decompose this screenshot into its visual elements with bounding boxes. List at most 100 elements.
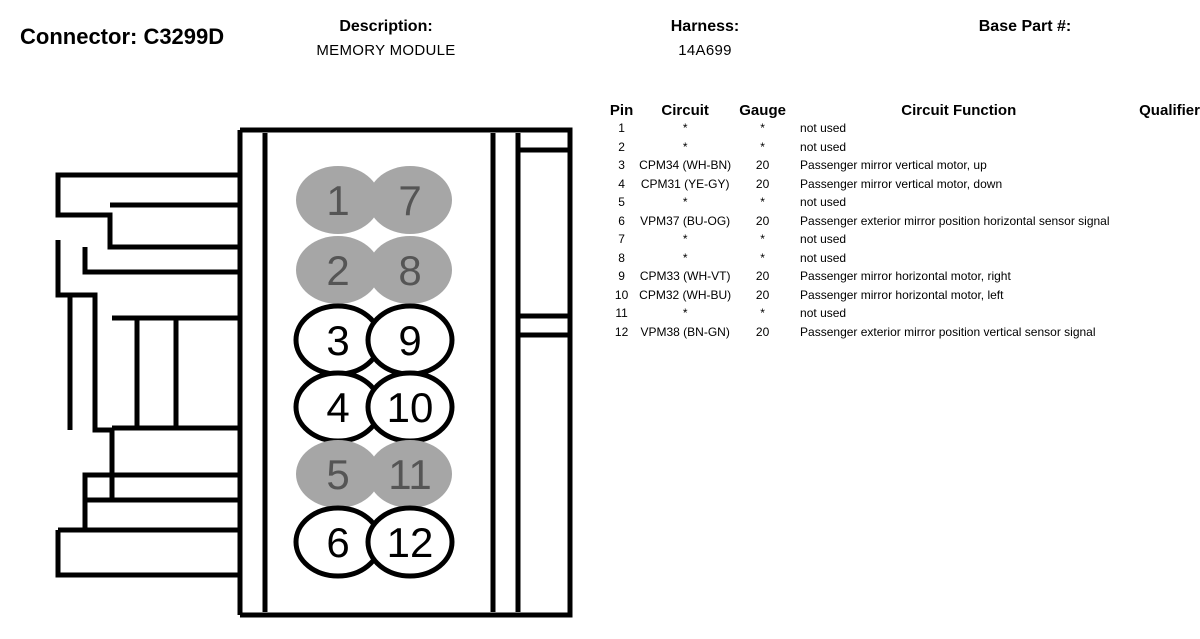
circuit-id: VPM38 (BN-GN)	[640, 324, 730, 339]
circuit-id: *	[682, 306, 688, 321]
pin-number: 4	[618, 176, 625, 191]
harness-value: 14A699	[678, 42, 732, 59]
circuit-function: Passenger mirror vertical motor, down	[800, 176, 1003, 191]
qualifier	[1117, 119, 1200, 138]
pinout-header-row: Pin Circuit Gauge Circuit Function Quali…	[604, 97, 1200, 119]
wire-gauge: 20	[755, 213, 770, 228]
pin-label: 2	[326, 247, 349, 294]
wire-gauge: *	[760, 195, 765, 210]
pin-number: 9	[618, 269, 625, 284]
pin-label: 11	[388, 451, 432, 498]
qualifier	[1117, 249, 1200, 268]
header-qualifier: Qualifier	[1139, 102, 1200, 119]
table-row: 2 * * not used	[604, 138, 1200, 157]
qualifier	[1117, 175, 1200, 194]
pin-cavity-5	[296, 440, 380, 508]
wire-gauge: *	[760, 232, 765, 247]
circuit-function: Passenger mirror horizontal motor, right	[800, 269, 1011, 284]
table-row: 7 * * not used	[604, 230, 1200, 249]
pin-cavities: 1 7 2 8 3 9 4 10 5 11 6 12	[293, 166, 455, 579]
pin-label: 6	[326, 519, 349, 566]
circuit-function: Passenger mirror vertical motor, up	[800, 158, 987, 173]
pin-cavity-1	[296, 166, 380, 234]
circuit-id: *	[682, 121, 688, 136]
pin-number: 1	[618, 121, 625, 136]
header-gauge: Gauge	[739, 102, 786, 119]
circuit-function: not used	[800, 306, 847, 321]
connector-diagram: 1 7 2 8 3 9 4 10 5 11 6 12	[55, 127, 573, 618]
description-value: MEMORY MODULE	[316, 42, 456, 59]
pin-number: 8	[618, 250, 625, 265]
table-row: 9 CPM33 (WH-VT) 20 Passenger mirror horizon…	[604, 267, 1200, 286]
table-row: 5**not used	[604, 193, 1200, 212]
pin-label: 9	[398, 317, 421, 364]
pin-label: 8	[398, 247, 421, 294]
header-circuit-function: Circuit Function	[901, 102, 1017, 119]
circuit-id: CPM32 (WH-BU)	[639, 287, 732, 302]
pin-cavity-11	[368, 440, 452, 508]
pin-number: 3	[618, 158, 625, 173]
pin-number: 10	[614, 287, 629, 302]
pin-number: 11	[615, 306, 628, 321]
circuit-function: not used	[800, 250, 847, 265]
table-row: 10 CPM32 (WH-BU) 20 Passenger mirror horizo…	[604, 286, 1200, 305]
base-part-label: Base Part #:	[978, 18, 1072, 35]
qualifier	[1117, 193, 1200, 212]
wire-gauge: *	[760, 121, 765, 136]
connector-title: Connector: C3299D	[20, 24, 225, 49]
wire-gauge: *	[760, 250, 765, 265]
pin-label: 5	[326, 451, 349, 498]
qualifier	[1117, 286, 1200, 305]
qualifier	[1117, 230, 1200, 249]
wire-gauge: 20	[755, 287, 770, 302]
pin-label: 3	[326, 317, 349, 364]
qualifier	[1117, 323, 1200, 342]
pin-number: 2	[618, 139, 625, 154]
pin-number: 12	[614, 324, 629, 339]
circuit-function: not used	[800, 232, 847, 247]
table-row: 4 CPM31 (YE-GY) 20 Passenger mirror vertica…	[604, 175, 1200, 194]
pin-number: 7	[618, 232, 625, 247]
pin-label: 10	[387, 384, 434, 431]
table-row: 11 * * not used	[604, 304, 1200, 323]
pin-label: 4	[326, 384, 349, 431]
harness-label: Harness:	[670, 18, 740, 35]
pin-cavity-2	[296, 236, 380, 304]
pin-cavity-8	[368, 236, 452, 304]
table-row: 1**not used	[604, 119, 1200, 138]
circuit-id: *	[682, 139, 688, 154]
wire-gauge: *	[760, 139, 765, 154]
circuit-function: Passenger mirror horizontal motor, left	[800, 287, 1004, 302]
pin-cavity-12	[365, 505, 455, 579]
circuit-function: not used	[800, 139, 847, 154]
wire-gauge: 20	[755, 324, 770, 339]
pin-label: 1	[326, 177, 349, 224]
circuit-id: CPM31 (YE-GY)	[640, 176, 730, 191]
qualifier	[1117, 138, 1200, 157]
pinout-table: Pin Circuit Gauge Circuit Function Quali…	[604, 97, 1200, 341]
header-pin: Pin	[609, 102, 634, 119]
qualifier	[1117, 267, 1200, 286]
pin-number: 5	[618, 195, 625, 210]
pin-label: 12	[387, 519, 434, 566]
circuit-id: *	[682, 232, 688, 247]
circuit-id: *	[682, 250, 688, 265]
wire-gauge: 20	[755, 158, 770, 173]
qualifier	[1117, 304, 1200, 323]
circuit-id: CPM34 (WH-BN)	[639, 158, 732, 173]
qualifier	[1117, 212, 1200, 231]
circuit-id: VPM37 (BU-OG)	[640, 213, 731, 228]
wire-gauge: *	[760, 306, 765, 321]
description-label: Description:	[339, 18, 433, 35]
circuit-function: not used	[800, 195, 847, 210]
header-circuit: Circuit	[661, 102, 709, 119]
table-row: 8 * * not used	[604, 249, 1200, 268]
circuit-id: CPM33 (WH-VT)	[639, 269, 731, 284]
pin-label: 7	[398, 177, 421, 224]
qualifier	[1117, 156, 1200, 175]
pin-number: 6	[618, 213, 625, 228]
wire-gauge: 20	[755, 176, 770, 191]
wire-gauge: 20	[755, 269, 770, 284]
